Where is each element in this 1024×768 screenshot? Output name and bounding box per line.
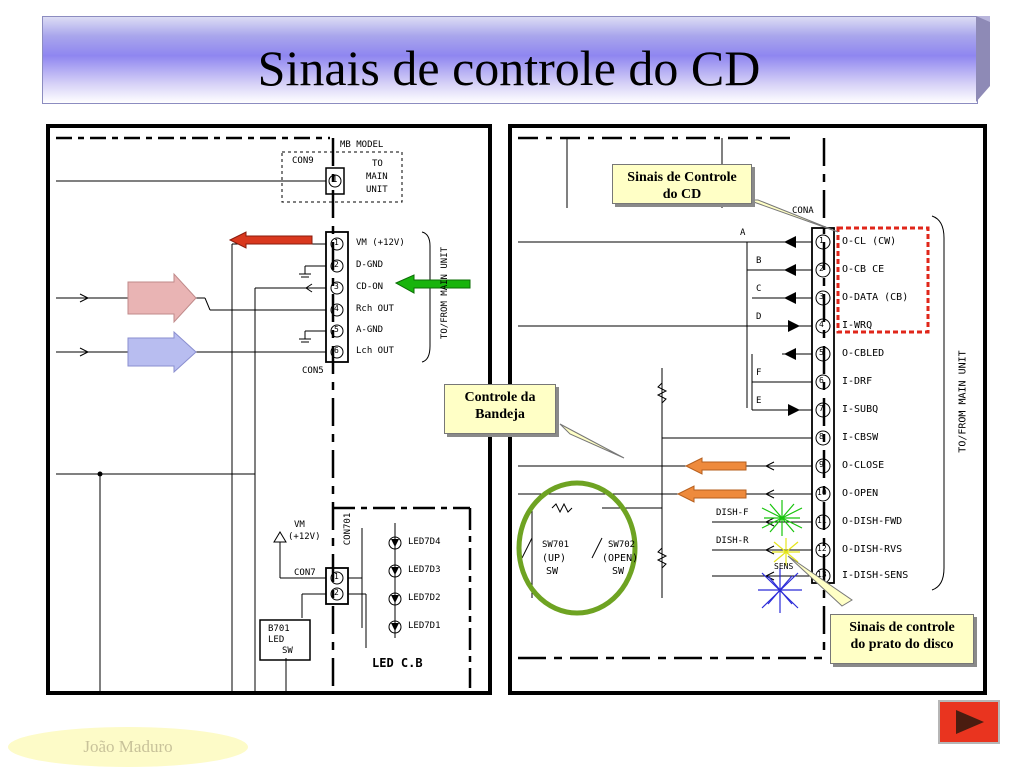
cona-pin-12-num: 12 [817, 544, 827, 553]
con5-pin-1-num: 1 [334, 238, 339, 247]
con5-pin-6-label: Lch OUT [356, 346, 394, 356]
cona-pin-2-label: O-CB CE [842, 264, 885, 275]
right-schematic-drawing [516, 136, 945, 660]
cona-pin-8-label: I-CBSW [842, 432, 879, 443]
title-banner [42, 16, 978, 104]
callout-tray-control: Controle da Bandeja [444, 384, 556, 434]
con9-pin-label: 1 [332, 175, 338, 185]
page-title: Sinais de controle do CD [257, 40, 761, 96]
b701-label-line-3: SW [282, 646, 293, 656]
cona-pin-11-num: 11 [817, 516, 827, 525]
cona-pin-3-num: 3 [819, 292, 824, 301]
callout-dish-control: Sinais de controle do prato do disco [830, 614, 974, 664]
cona-pin-1-label: O-CL (CW) [842, 236, 897, 247]
con5-pin-5-label: A-GND [356, 325, 384, 335]
led-label-2: LED7D3 [408, 565, 441, 575]
con5-pin-4-num: 4 [334, 304, 339, 313]
con5-pin-2-num: 2 [334, 260, 339, 269]
con5-pin-3-label: CD-ON [356, 282, 384, 292]
to-main-unit-line-2: MAIN [366, 172, 388, 182]
side-label-right: TO/FROM MAIN UNIT [957, 350, 969, 453]
cona-pin-5-label: O-CBLED [842, 348, 885, 359]
title-banner-bevel [976, 16, 990, 102]
cona-pin-5-num: 5 [819, 348, 824, 357]
cona-pin-13-label: I-DISH-SENS [842, 570, 909, 581]
sens-label: SENS [774, 562, 794, 571]
sw701-label-1: SW701 [542, 540, 570, 550]
mb-model-label: MB MODEL [340, 140, 384, 150]
sw702-label-1: SW702 [608, 540, 636, 550]
cona-pin-10-label: O-OPEN [842, 488, 879, 499]
con5-pin-3-num: 3 [334, 282, 339, 291]
left-schematic-drawing [56, 136, 472, 691]
sw702-label-2: (OPEN) [602, 553, 639, 564]
sw701-label-3: SW [546, 566, 559, 577]
cona-pin-4-label: I-WRQ [842, 320, 873, 331]
wire-letter-e: E [756, 396, 762, 406]
dish-r-label: DISH-R [716, 536, 749, 546]
con7-pin-1: 1 [334, 572, 339, 581]
cona-pin-7-label: I-SUBQ [842, 404, 879, 415]
cona-pin-6-num: 6 [819, 376, 824, 385]
led-board-label: LED C.B [372, 656, 423, 670]
cona-pin-13-num: 13 [817, 570, 827, 579]
cona-label: CONA [792, 206, 814, 216]
b701-label-line-1: B701 [268, 624, 290, 634]
led-label-4: LED7D1 [408, 621, 441, 631]
wire-letter-d: D [756, 312, 762, 322]
con9-label: CON9 [292, 156, 314, 166]
wire-letter-a: A [740, 228, 746, 238]
con5-pin-1-label: VM (+12V) [356, 238, 405, 248]
to-main-unit-line-3: UNIT [366, 185, 388, 195]
vm-label-line-1: VM [294, 520, 305, 530]
sw701-label-2: (UP) [542, 553, 567, 564]
cona-pin-10-num: 10 [817, 488, 827, 497]
cona-pin-9-num: 9 [819, 460, 824, 469]
con5-pin-6-num: 6 [334, 346, 339, 355]
wire-letter-f: F [756, 368, 762, 378]
callout-cd-control: Sinais de Controle do CD [612, 164, 752, 204]
cona-pin-8-num: 8 [819, 432, 824, 441]
vm-label-line-2: (+12V) [288, 532, 321, 542]
to-main-unit-line-1: TO [372, 159, 383, 169]
cona-pin-11-label: O-DISH-FWD [842, 516, 903, 527]
led-label-3: LED7D2 [408, 593, 441, 603]
wire-letter-c: C [756, 284, 762, 294]
led-label-1: LED7D4 [408, 537, 441, 547]
cona-pin-12-label: O-DISH-RVS [842, 544, 903, 555]
con5-pin-2-label: D-GND [356, 260, 384, 270]
cona-pin-9-label: O-CLOSE [842, 460, 885, 471]
cona-pin-2-num: 2 [819, 264, 824, 273]
con5-pin-5-num: 5 [334, 325, 339, 334]
cona-pin-7-num: 7 [819, 404, 824, 413]
con5-label: CON5 [302, 366, 324, 376]
b701-label-line-2: LED [268, 635, 285, 645]
next-slide-button[interactable] [938, 700, 1000, 744]
right-schematic-panel: CONA O-CL (CW) O-CB CE O-DATA (CB) I-WRQ… [508, 124, 987, 695]
side-label-left: TO/FROM MAIN UNIT [440, 246, 450, 340]
author-footer: João Maduro [8, 727, 248, 767]
left-schematic-panel: MB MODEL CON9 1 TO MAIN UNIT CON5 VM (+1… [46, 124, 492, 695]
play-triangle-icon [956, 710, 984, 734]
con701-label: CON701 [343, 512, 353, 546]
con5-pin-4-label: Rch OUT [356, 304, 394, 314]
con7-label: CON7 [294, 568, 316, 578]
cona-pin-3-label: O-DATA (CB) [842, 292, 909, 303]
dish-f-label: DISH-F [716, 508, 749, 518]
con7-pin-2: 2 [334, 588, 339, 597]
cona-pin-1-num: 1 [819, 236, 824, 245]
sw702-label-3: SW [612, 566, 625, 577]
wire-letter-b: B [756, 256, 762, 266]
cona-pin-6-label: I-DRF [842, 376, 873, 387]
cona-pin-4-num: 4 [819, 320, 824, 329]
